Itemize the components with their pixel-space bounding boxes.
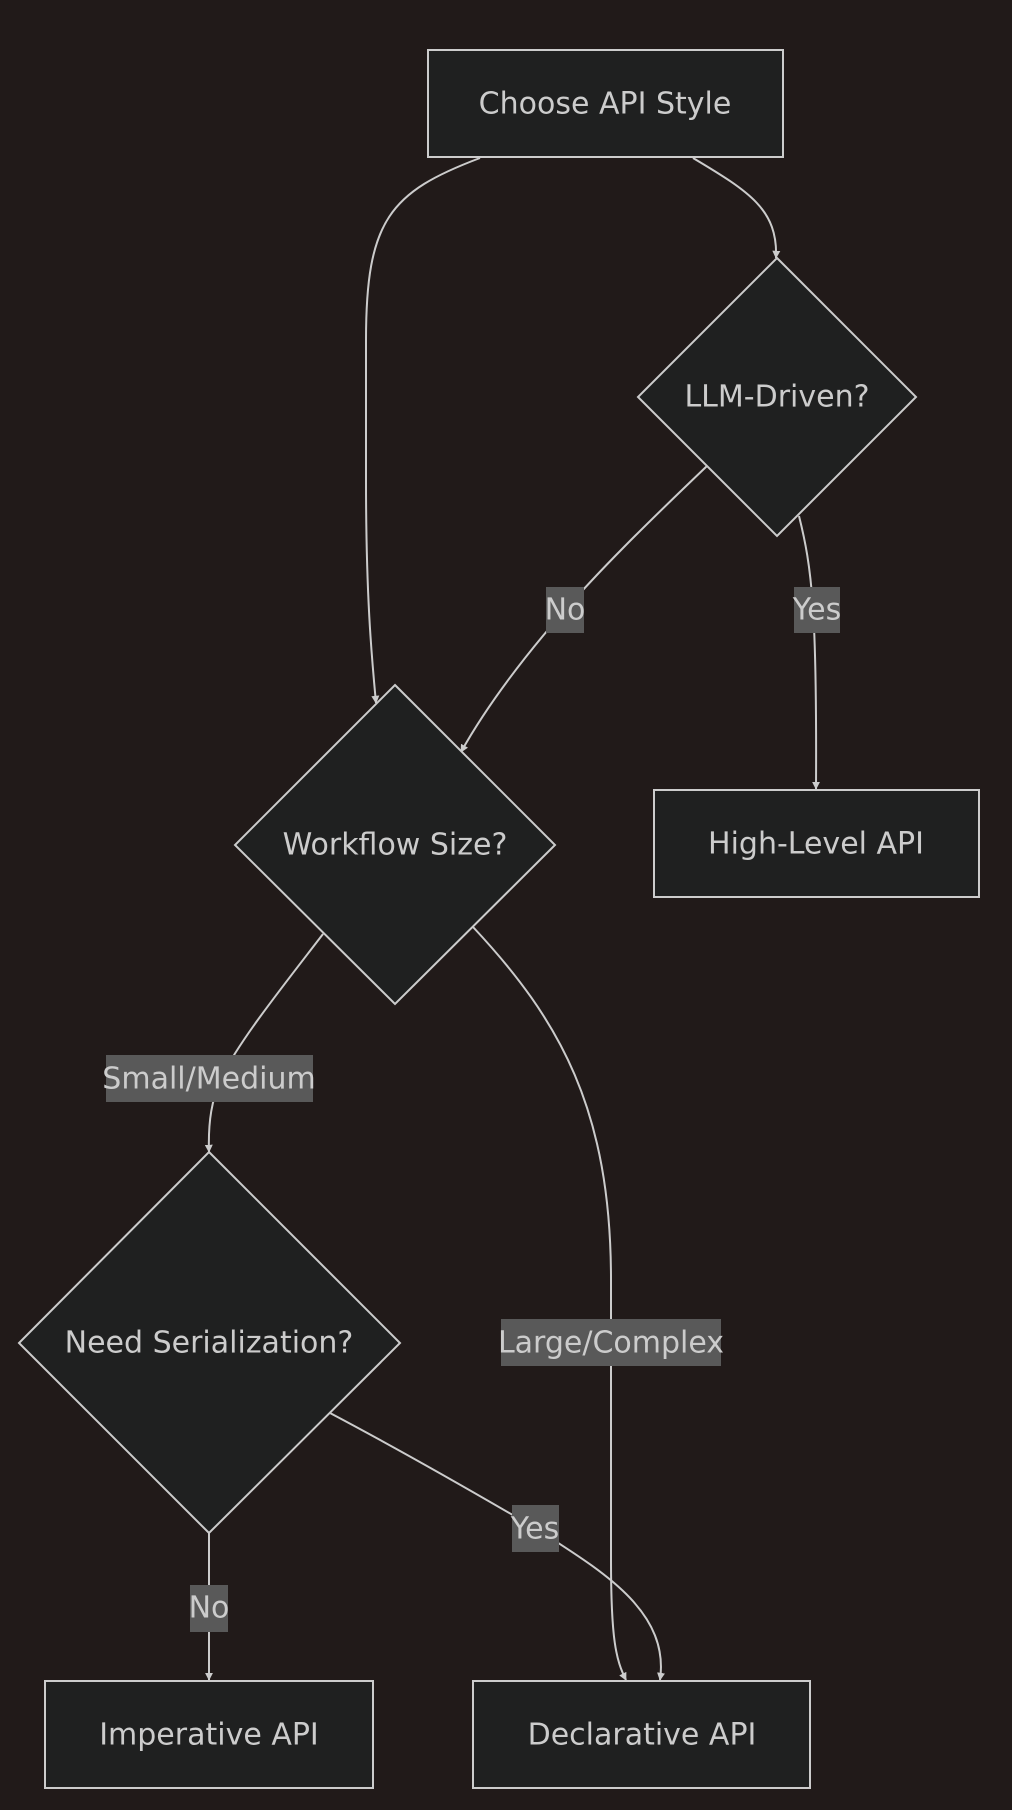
svg-text:No: No — [189, 1591, 230, 1626]
svg-text:No: No — [545, 593, 586, 628]
svg-text:Yes: Yes — [510, 1512, 559, 1547]
node-need-serialization: Need Serialization? — [17, 1150, 402, 1535]
node-choose-api-style: Choose API Style — [427, 49, 784, 158]
edge-label-serialization-yes: Yes — [510, 1505, 559, 1552]
edge-label-llm-no: No — [545, 587, 586, 633]
edge-choose-to-workflow — [365, 157, 481, 704]
svg-text:Small/Medium: Small/Medium — [102, 1062, 315, 1097]
node-workflow-size: Workflow Size? — [233, 683, 557, 1006]
edge-label-serialization-no: No — [189, 1585, 230, 1632]
svg-text:Yes: Yes — [792, 593, 841, 628]
svg-text:LLM-Driven?: LLM-Driven? — [684, 380, 869, 415]
edge-choose-to-llm — [692, 157, 781, 259]
svg-text:Imperative API: Imperative API — [99, 1718, 319, 1753]
edge-label-small-medium: Small/Medium — [102, 1055, 316, 1102]
node-high-level-api: High-Level API — [653, 789, 980, 898]
svg-text:Declarative API: Declarative API — [528, 1718, 757, 1753]
edge-llm-yes-to-highlevel — [798, 515, 821, 790]
edge-label-llm-yes: Yes — [792, 587, 841, 633]
svg-text:Choose API Style: Choose API Style — [479, 87, 732, 122]
svg-text:Large/Complex: Large/Complex — [498, 1326, 724, 1361]
svg-text:Need Serialization?: Need Serialization? — [65, 1326, 354, 1361]
node-declarative-api: Declarative API — [472, 1680, 811, 1789]
node-imperative-api: Imperative API — [44, 1680, 374, 1789]
edge-workflow-large-to-declarative — [472, 926, 627, 1681]
edge-workflow-small-to-serialization — [204, 933, 324, 1153]
node-llm-driven: LLM-Driven? — [636, 256, 918, 538]
edge-label-large-complex: Large/Complex — [498, 1319, 724, 1366]
svg-text:Workflow Size?: Workflow Size? — [283, 828, 508, 863]
svg-text:High-Level API: High-Level API — [708, 827, 924, 862]
